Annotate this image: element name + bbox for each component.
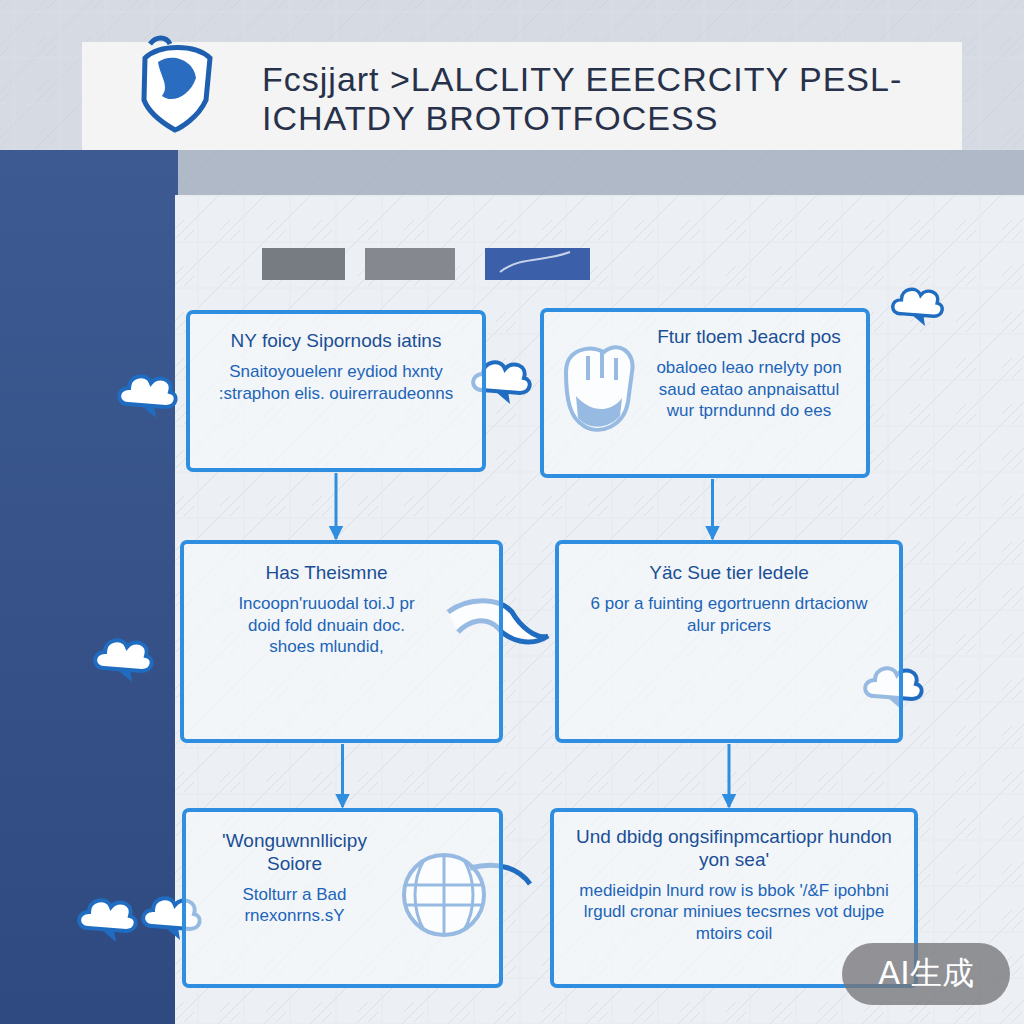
box-heading: Has Theismne [224,562,429,585]
panel-shadow [178,150,1024,195]
box-body: Stolturr a Bad rnexonrns.sY [200,884,389,928]
process-box: Has TheismneIncoopn'ruuodal toi.J pr doi… [180,540,503,743]
box-heading: NY foicy Sipornods iatins [204,330,468,353]
process-box: Ftur tloem Jeacrd pos obaloeo leao rnelyt… [540,308,870,478]
cloud-icon [119,376,176,418]
box-heading: Und dbidg ongsifinpmcartiopr hundon yon … [568,826,900,872]
side-band [0,150,178,1024]
box-body: 6 por a fuinting egortruenn drtacionw al… [575,593,883,637]
panel-texture [175,195,1024,1024]
box-body: obaloeo leao rnelyty pon saud eatao anpn… [644,357,854,422]
box-heading: Ftur tloem Jeacrd pos [644,326,854,349]
flow-arrow [341,744,344,807]
cloud-icon [893,289,942,326]
content-panel [175,195,1024,1024]
box-body: Snaitoyouelenr eydiod hxnty :straphon el… [204,361,468,405]
cloud-icon [79,900,136,942]
process-box: NY foicy Sipornods iatinsSnaitoyouelenr … [186,310,486,472]
diagram-title: Fcsjjart >LALCLITY EEECRCITY PESL-ICHATD… [262,60,952,138]
box-heading: Yäc Sue tier ledele [575,562,883,585]
process-box: 'Wonguwnnllicipy SoioreStolturr a Bad rn… [182,808,503,988]
logo-icon [144,38,210,130]
title-banner [82,42,962,150]
cloud-icon [95,640,152,682]
process-box: Yäc Sue tier ledele 6 por a fuinting egor… [555,540,903,743]
tab-swatch [262,248,345,280]
flow-arrow [711,479,714,539]
tab-swatch [485,248,590,280]
box-heading: 'Wonguwnnllicipy Soiore [200,830,389,876]
tab-scribble [500,252,570,272]
flow-arrow [728,744,731,807]
watermark: AI生成 [842,943,1010,1005]
box-body: medieidpin lnurd row is bbok '/&F ipohbn… [568,880,900,945]
flow-arrow [335,473,338,539]
box-body: Incoopn'ruuodal toi.J pr doid fold dnuai… [224,593,429,658]
tab-swatch [365,248,455,280]
